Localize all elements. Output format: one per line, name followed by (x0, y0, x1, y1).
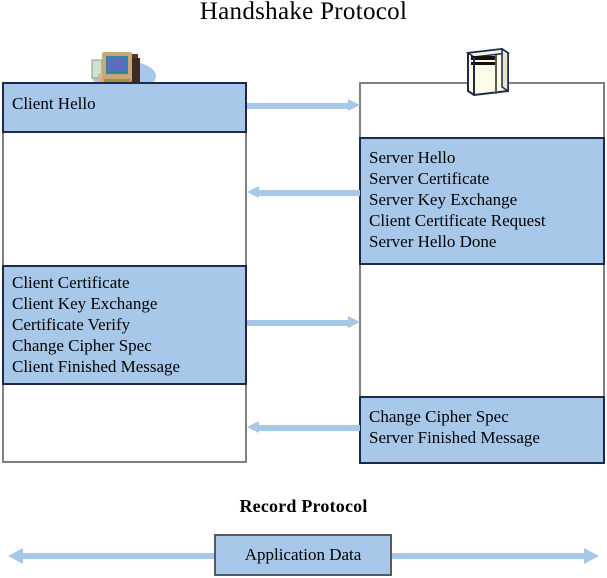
application-data-box: Application Data (214, 534, 392, 576)
arrow-shaft (258, 425, 360, 431)
arrow-shaft (247, 320, 349, 326)
message-line: Client Certificate (12, 273, 130, 292)
message-line: Server Hello Done (369, 232, 497, 251)
arrow-server-to-client-2 (247, 421, 360, 434)
arrow-head-right-icon (584, 548, 599, 564)
arrow-head-left-icon (247, 421, 259, 433)
arrow-head-right-icon (348, 99, 360, 111)
message-line: Client Key Exchange (12, 294, 158, 313)
arrow-head-left-icon (247, 186, 259, 198)
server-tower-icon (462, 47, 512, 97)
arrow-shaft (258, 190, 360, 196)
client-message-block-hello: Client Hello (2, 82, 247, 133)
message-line: Server Finished Message (369, 428, 540, 447)
client-message-block-key-exchange: Client Certificate Client Key Exchange C… (2, 265, 247, 385)
handshake-protocol-title: Handshake Protocol (199, 0, 408, 25)
record-protocol-title: Record Protocol (239, 496, 368, 516)
arrow-shaft (247, 103, 349, 109)
message-line: Certificate Verify (12, 315, 131, 334)
arrow-head-left-icon (8, 548, 23, 564)
message-line: Server Hello (369, 148, 456, 167)
arrow-client-to-server-1 (247, 99, 360, 112)
server-message-block-hello: Server Hello Server Certificate Server K… (359, 137, 605, 265)
arrow-server-to-client-1 (247, 186, 360, 199)
message-line: Client Hello (12, 94, 96, 113)
server-message-block-finished: Change Cipher Spec Server Finished Messa… (359, 396, 605, 464)
message-line: Server Certificate (369, 169, 490, 188)
message-line: Client Finished Message (12, 357, 181, 376)
arrow-client-to-server-2 (247, 316, 360, 329)
arrow-head-right-icon (348, 316, 360, 328)
message-line: Client Certificate Request (369, 211, 546, 230)
message-line: Server Key Exchange (369, 190, 518, 209)
message-line: Change Cipher Spec (12, 336, 152, 355)
message-line: Change Cipher Spec (369, 407, 509, 426)
